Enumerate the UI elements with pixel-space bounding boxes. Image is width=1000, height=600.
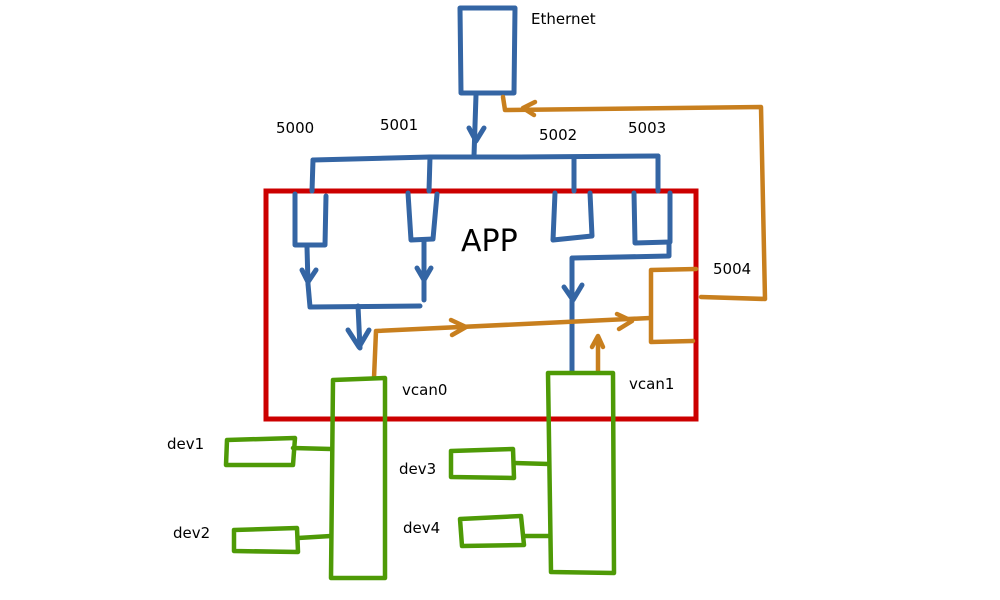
- drop-5001: [426, 154, 433, 194]
- dev2-box: [231, 525, 301, 555]
- dev1-label: dev1: [167, 435, 204, 453]
- return-arrowhead: [520, 99, 538, 118]
- vcan0-bus-box: [328, 375, 388, 581]
- dev2-link: [295, 533, 334, 541]
- ethernet-box: [457, 5, 518, 96]
- return-to-ethernet-line: [500, 94, 768, 302]
- port-box-5001: [405, 190, 440, 243]
- port-5000-label: 5000: [276, 119, 314, 137]
- ethernet-down-line: [471, 92, 479, 159]
- port-box-5000: [292, 191, 329, 248]
- dev3-box: [448, 446, 517, 481]
- vcan0-output-line: [371, 315, 653, 381]
- port-box-5002: [550, 190, 595, 243]
- dev3-label: dev3: [399, 460, 436, 478]
- vcan1-bus-box: [545, 370, 617, 576]
- top-bus: [310, 153, 661, 163]
- port-5003-label: 5003: [628, 119, 666, 137]
- dev4-label: dev4: [403, 519, 440, 537]
- dev4-box: [457, 513, 527, 549]
- dev1-box: [223, 435, 298, 468]
- flow-5001-arrowhead: [414, 265, 434, 283]
- flow-5003-join: [570, 240, 672, 261]
- app-boundary: [263, 188, 699, 422]
- vcan1-output-arrowhead: [589, 333, 606, 350]
- port-5004-label: 5004: [713, 260, 751, 278]
- dev2-label: dev2: [173, 524, 210, 542]
- vcan0-input-arrowhead: [345, 327, 372, 350]
- port-5001-label: 5001: [380, 116, 418, 134]
- port-box-5003: [631, 190, 673, 246]
- dev1-link: [290, 445, 334, 452]
- port-box-5004: [648, 266, 699, 345]
- vcan0-label: vcan0: [402, 381, 447, 399]
- vcan1-label: vcan1: [629, 375, 674, 393]
- vcan1-input-arrowhead: [561, 282, 585, 303]
- port-5002-label: 5002: [539, 126, 577, 144]
- orange-arrowhead-2: [614, 311, 635, 332]
- orange-arrowhead-1: [448, 317, 469, 338]
- ethernet-down-arrowhead: [466, 125, 487, 144]
- ethernet-label: Ethernet: [531, 10, 596, 28]
- app-label: APP: [461, 224, 518, 259]
- merge-bus-left: [305, 281, 423, 310]
- dev3-link: [511, 460, 552, 467]
- drop-5000: [309, 157, 316, 194]
